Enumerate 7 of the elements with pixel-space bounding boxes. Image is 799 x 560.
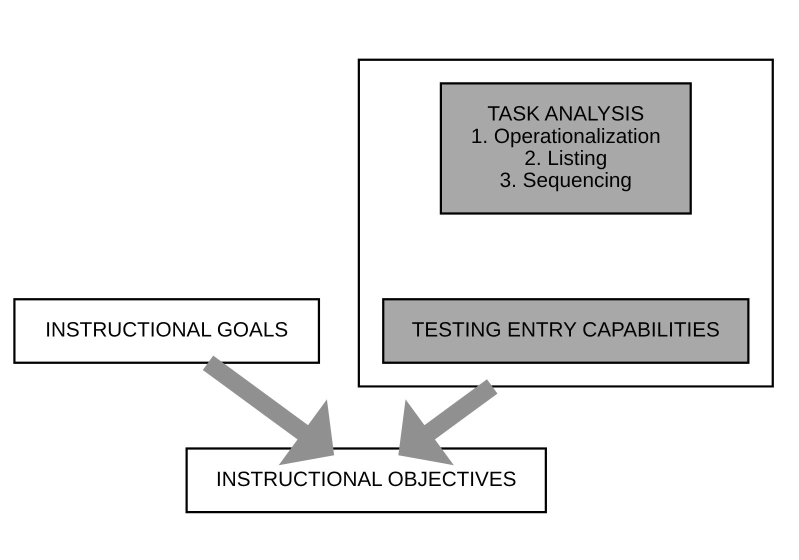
node-box: INSTRUCTIONAL GOALS	[13, 298, 320, 364]
cluster	[358, 58, 774, 388]
node-box: TESTING ENTRY CAPABILITIES	[382, 298, 750, 364]
node-box: TASK ANALYSIS 1. Operationalization 2. Listing 3. Sequencing	[440, 82, 692, 215]
node-box: INSTRUCTIONAL OBJECTIVES	[186, 447, 547, 514]
arrow	[398, 379, 498, 466]
arrow	[202, 356, 334, 466]
